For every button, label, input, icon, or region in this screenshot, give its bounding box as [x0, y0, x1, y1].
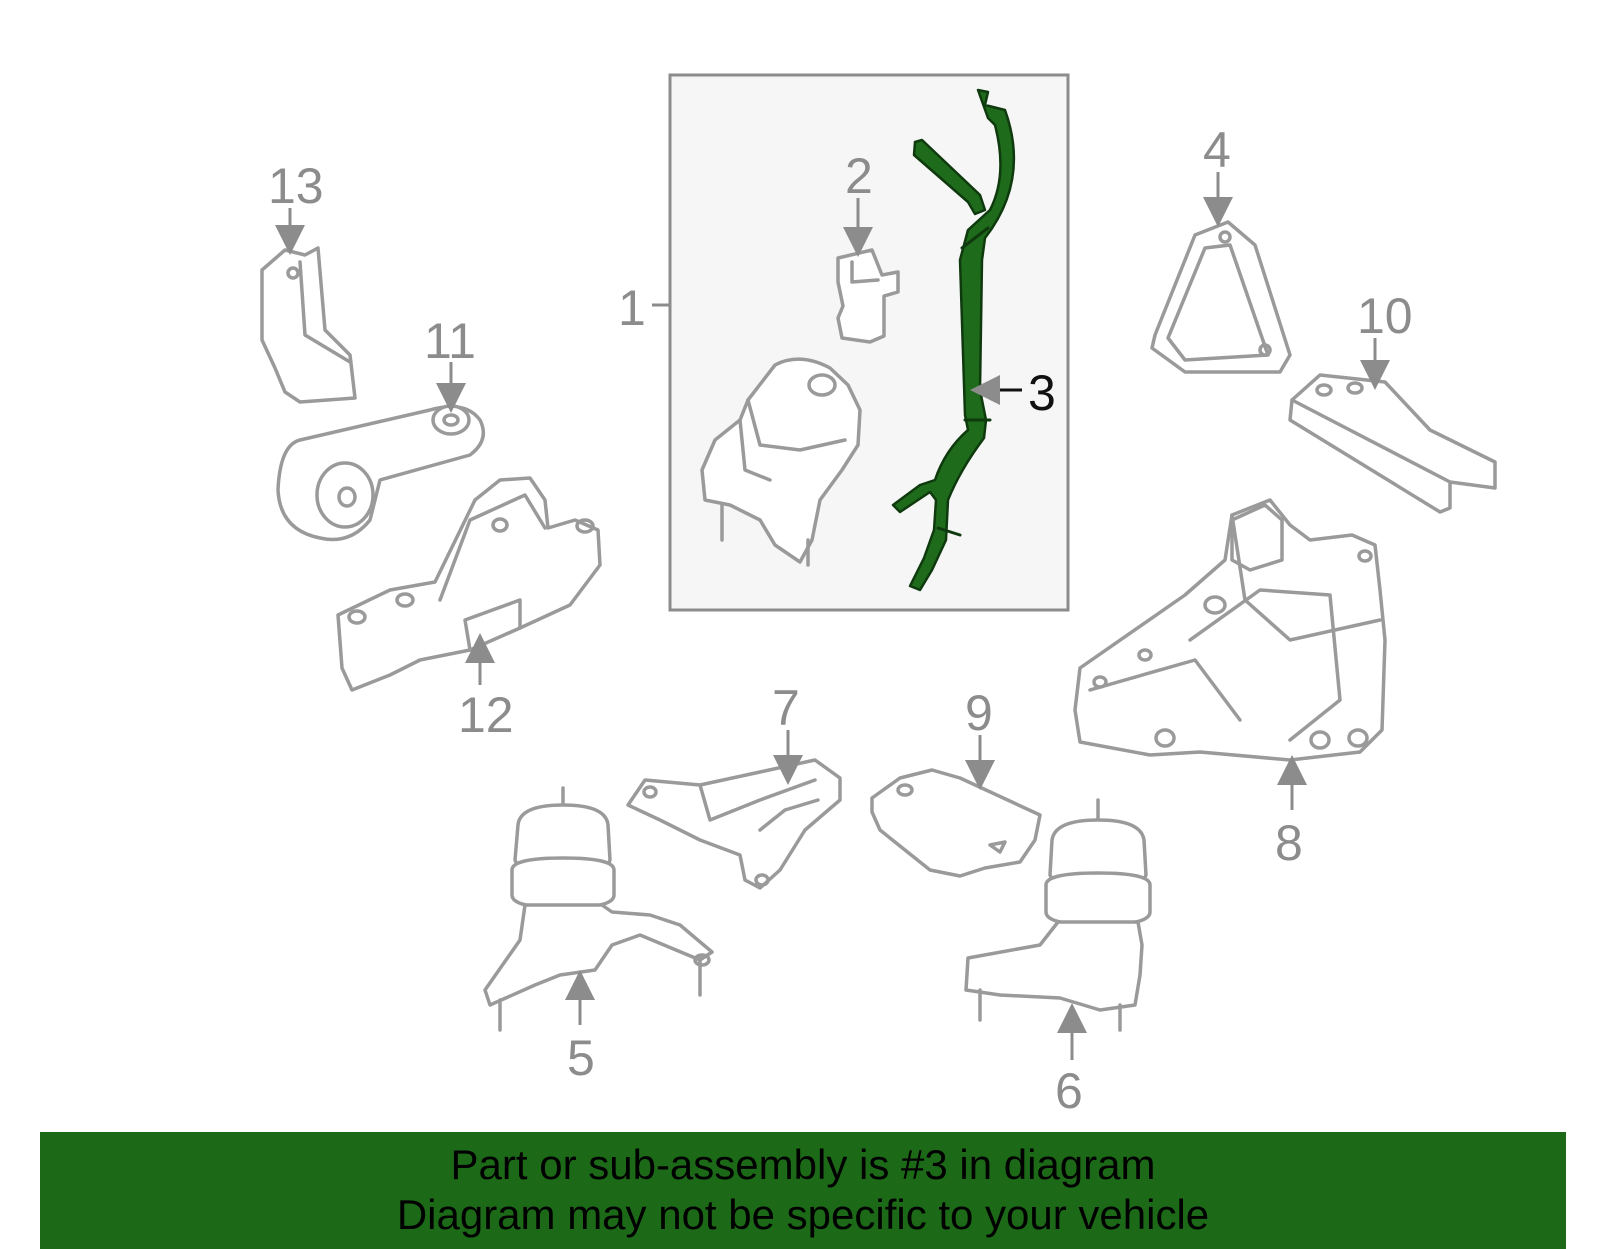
part-12-bracket[interactable]: [336, 476, 602, 692]
part-6-engine-mount[interactable]: [964, 798, 1152, 1032]
callout-4: 4: [1203, 122, 1231, 178]
part-9-plate[interactable]: [870, 768, 1042, 878]
callout-13: 13: [268, 158, 324, 214]
callout-6: 6: [1055, 1063, 1083, 1119]
callout-10: 10: [1357, 288, 1413, 344]
part-7-bracket[interactable]: [626, 758, 842, 890]
part-13-bracket[interactable]: [260, 246, 357, 404]
callout-5: 5: [567, 1030, 595, 1086]
callout-8: 8: [1275, 815, 1303, 871]
part-2-valve[interactable]: [836, 248, 900, 344]
part-8-large-bracket[interactable]: [1073, 498, 1387, 762]
banner-line-2: Diagram may not be specific to your vehi…: [396, 1191, 1210, 1238]
callout-3: 3: [1028, 365, 1056, 421]
callout-1: 1: [618, 280, 646, 336]
part-1-mount-assembly[interactable]: [700, 357, 862, 567]
info-banner: Part or sub-assembly is #3 in diagram Di…: [40, 1132, 1566, 1249]
part-5-engine-mount[interactable]: [483, 786, 714, 1032]
banner-line-1: Part or sub-assembly is #3 in diagram: [450, 1141, 1156, 1188]
parts-diagram: 13 11 12 1 2: [260, 73, 1497, 1119]
callout-2: 2: [845, 148, 873, 204]
callout-11: 11: [424, 313, 476, 369]
part-3-hose-highlighted[interactable]: [891, 88, 1016, 592]
part-10-bracket[interactable]: [1288, 373, 1497, 514]
callout-12: 12: [458, 687, 514, 743]
part-11-torque-rod[interactable]: [276, 404, 486, 542]
part-4-bracket[interactable]: [1150, 220, 1292, 374]
callout-9: 9: [965, 685, 993, 741]
callout-7: 7: [772, 680, 800, 736]
